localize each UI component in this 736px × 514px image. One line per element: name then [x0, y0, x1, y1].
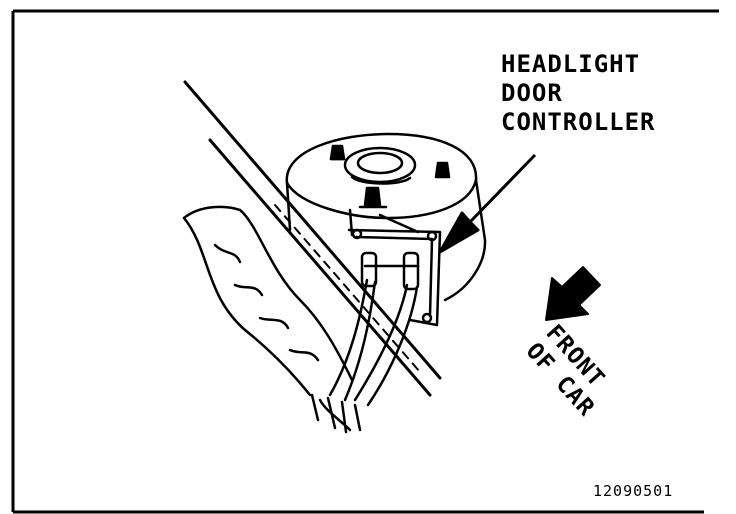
mounting-studs: [329, 144, 451, 209]
wire-harness: [310, 278, 419, 434]
callout-line-3: CONTROLLER: [501, 108, 656, 136]
housing-top-plug: [343, 146, 417, 185]
callout-line-1: HEADLIGHT: [501, 50, 641, 78]
front-of-car-arrow: [545, 266, 601, 321]
figure-number: 12090501: [593, 482, 674, 500]
body-panel-lines: [183, 80, 442, 397]
callout-arrow: [438, 153, 537, 254]
callout-line-2: DOOR: [501, 79, 563, 107]
frame-border: [11, 9, 719, 514]
connector-bracket: [347, 213, 442, 327]
wire-loom-sleeve: [182, 205, 354, 397]
headlight-door-controller-label: HEADLIGHT DOOR CONTROLLER: [501, 50, 656, 137]
